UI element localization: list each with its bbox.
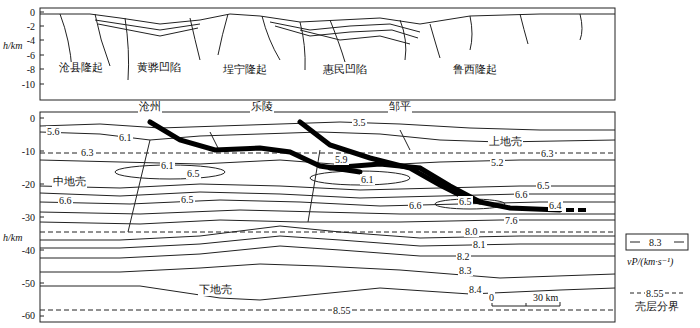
section-label: 5.6 [46, 126, 61, 137]
section-label: h/km [2, 40, 23, 51]
legend-text: vP/(km·s⁻¹) [626, 256, 674, 267]
section-label: 6.3 [80, 147, 95, 158]
section-label: 沧州 [138, 101, 162, 113]
section-label: 8.3 [648, 237, 663, 248]
section-label: 5.9 [334, 154, 349, 165]
section-label: 8.2 [456, 251, 471, 262]
section-label: -50 [21, 278, 36, 289]
section-label: -20 [21, 179, 36, 190]
section-label: 6.6 [58, 195, 73, 206]
section-label: -10 [21, 146, 36, 157]
section-label: 6.5 [186, 168, 201, 179]
section-label: 6.5 [458, 196, 473, 207]
section-label: -6 [26, 50, 36, 61]
section-label: 埕宁隆起 [222, 64, 268, 76]
section-label: 8.0 [464, 226, 479, 237]
section-label: 30 km [532, 292, 559, 303]
section-label: h/km [2, 232, 23, 243]
section-label: 8.55 [332, 305, 352, 316]
section-label: 沧县隆起 [58, 62, 104, 74]
section-label: 8.1 [472, 239, 487, 250]
section-label: 惠民凹陷 [322, 64, 368, 76]
section-label: 0 [29, 7, 36, 18]
section-label: 8.3 [458, 265, 473, 276]
section-label: 邹平 [388, 101, 412, 113]
section-label: 7.6 [504, 215, 519, 226]
section-label: -4 [26, 35, 36, 46]
section-label: 8.55 [645, 288, 665, 299]
section-label: 乐陵 [250, 101, 274, 113]
section-label: 下地壳 [198, 284, 233, 296]
section-label: 6.4 [548, 200, 563, 211]
section-label: -30 [21, 212, 36, 223]
section-label: 上地壳 [488, 136, 523, 148]
section-label: 0 [488, 292, 495, 303]
section-label: 6.5 [180, 194, 195, 205]
section-label: 3.5 [352, 117, 367, 128]
section-label: 6.3 [540, 148, 555, 159]
section-label: 6.1 [160, 160, 175, 171]
section-label: 6.1 [118, 132, 133, 143]
section-label: 0 [29, 113, 36, 124]
section-label: 黄骅凹陷 [136, 62, 182, 74]
section-label: 鲁西隆起 [452, 64, 498, 76]
section-label: 6.6 [408, 200, 423, 211]
section-label: 8.4 [468, 284, 483, 295]
section-label: -2 [26, 21, 36, 32]
section-label: -8 [26, 64, 36, 75]
section-label: 5.2 [490, 157, 505, 168]
section-label: 6.1 [360, 174, 375, 185]
section-label: -60 [21, 310, 36, 321]
section-label: -40 [21, 245, 36, 256]
section-label: 6.6 [514, 189, 529, 200]
section-label: 中地壳 [52, 176, 87, 188]
section-label: -10 [21, 79, 36, 90]
section-label: 6.5 [536, 180, 551, 191]
legend-text: 壳层分界 [634, 301, 680, 313]
